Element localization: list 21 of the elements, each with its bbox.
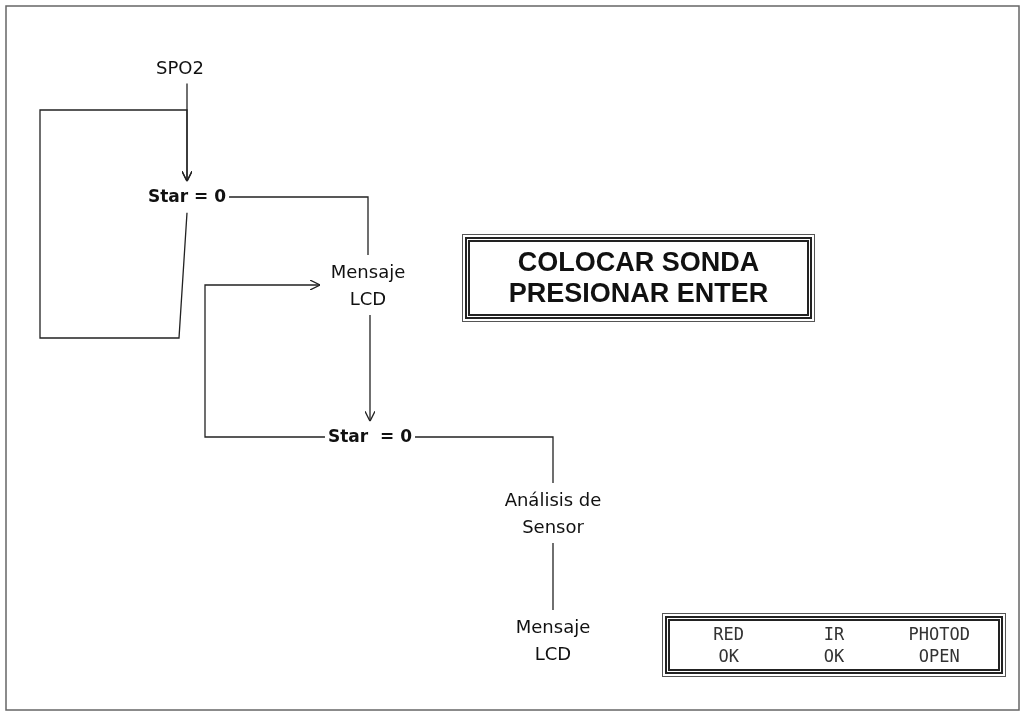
display-text: RED <box>712 624 745 644</box>
process-label: Mensaje LCD <box>323 258 413 312</box>
condition-label: Star = 0 <box>327 424 413 450</box>
arrow <box>364 314 376 422</box>
display-text: COLOCAR SONDA PRESIONAR ENTER <box>507 246 770 310</box>
start-label: SPO2 <box>156 53 204 81</box>
condition-label: Star = 0 <box>147 184 227 210</box>
arrow <box>204 279 326 438</box>
display-text: OPEN <box>917 646 961 666</box>
lcd-display <box>665 616 1003 674</box>
arrow <box>39 109 193 339</box>
lcd-display <box>465 237 812 319</box>
connector-line <box>414 436 554 484</box>
process-label: Mensaje LCD <box>508 613 598 667</box>
display-text: IR <box>822 624 846 644</box>
connector-line <box>228 196 369 256</box>
display-text: PHOTOD <box>907 624 972 644</box>
display-text: OK <box>717 646 740 666</box>
display-text: OK <box>822 646 846 666</box>
connector-line <box>552 542 554 611</box>
process-label: Análisis de Sensor <box>493 486 613 540</box>
